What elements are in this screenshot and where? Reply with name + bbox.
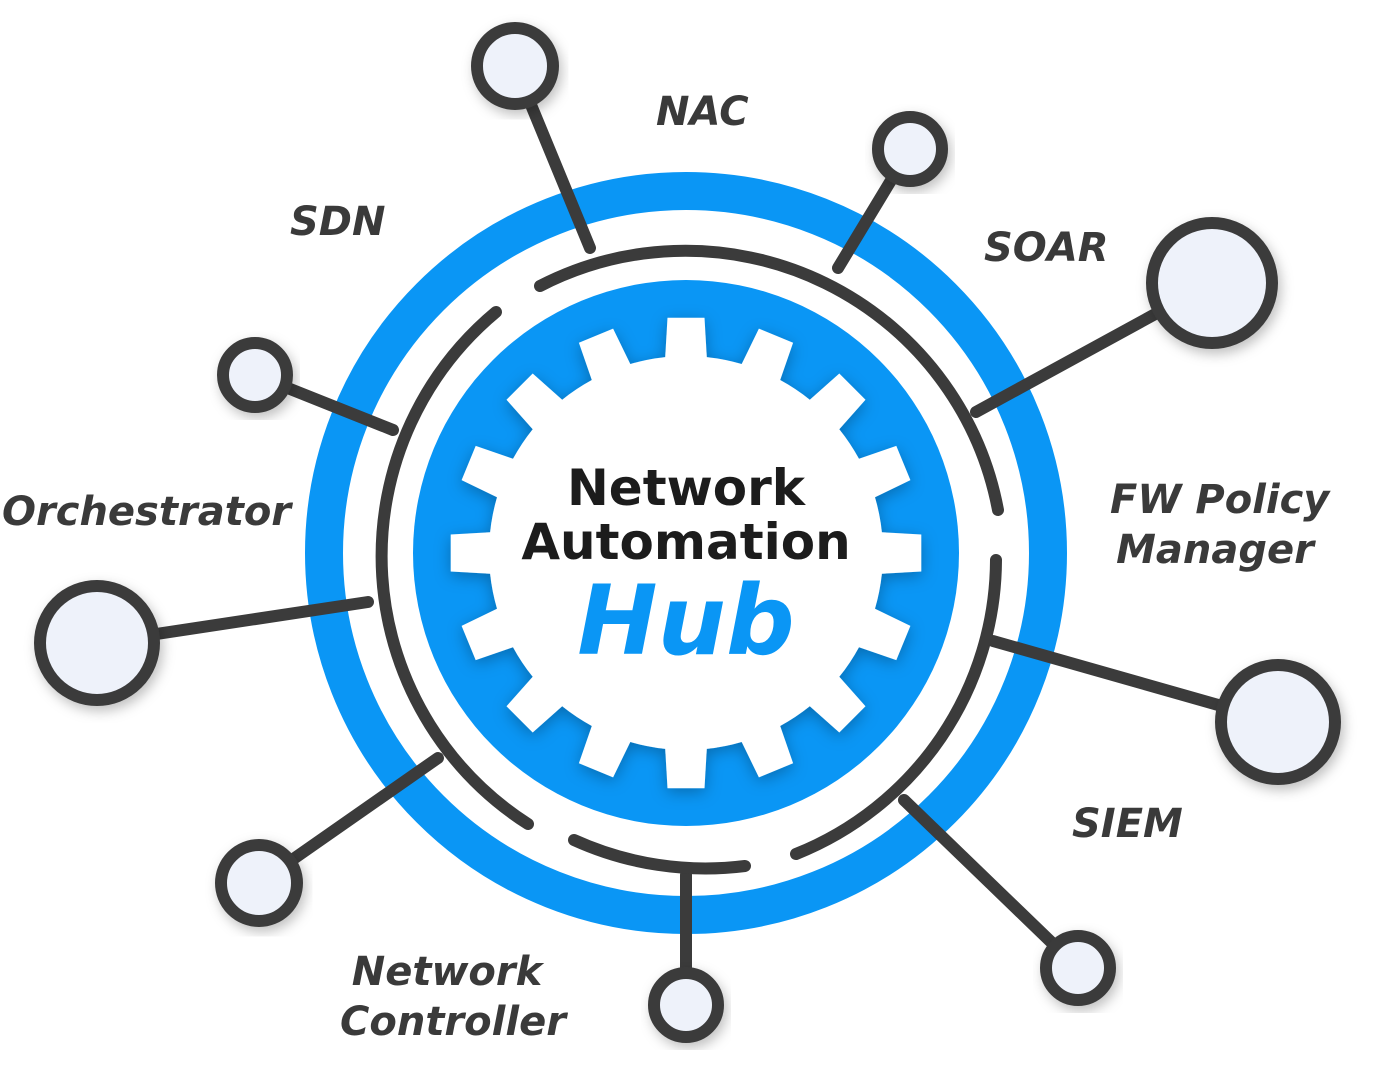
dark-arc-left: [375, 306, 534, 830]
node-network-controller: [648, 967, 724, 1043]
dark-arc-right: [790, 554, 1002, 860]
gear-icon: [450, 317, 922, 789]
label-siem: SIEM: [1072, 801, 1183, 847]
label-fw-policy-line1: FW Policy: [1110, 477, 1330, 523]
label-orchestrator: Orchestrator: [2, 489, 292, 535]
node-fw-policy: [1146, 217, 1278, 349]
label-sdn: SDN: [290, 199, 386, 245]
node-orchestrator: [34, 580, 160, 706]
label-nac: NAC: [656, 89, 749, 135]
hub-title-line1: Network: [566, 459, 806, 517]
node-nac: [471, 22, 559, 110]
dark-arc-bottom: [568, 834, 751, 875]
node-sdn: [217, 337, 293, 413]
node-siem: [1040, 930, 1116, 1006]
node-siem-right: [1215, 659, 1341, 785]
label-network-controller-line2: Controller: [340, 999, 566, 1045]
label-soar: SOAR: [984, 225, 1109, 271]
hub-title-accent: Hub: [577, 565, 795, 677]
node-network-controller-left: [215, 839, 303, 927]
hub-title-line2: Automation: [521, 513, 851, 571]
dark-ring: [375, 244, 1004, 875]
satellite-nodes: [34, 22, 1341, 1043]
connector-siem: [898, 794, 1084, 974]
label-network-controller-line1: Network: [351, 949, 543, 995]
node-soar: [872, 111, 948, 187]
label-fw-policy-line2: Manager: [1116, 527, 1314, 573]
dark-arc-top: [534, 244, 1004, 516]
